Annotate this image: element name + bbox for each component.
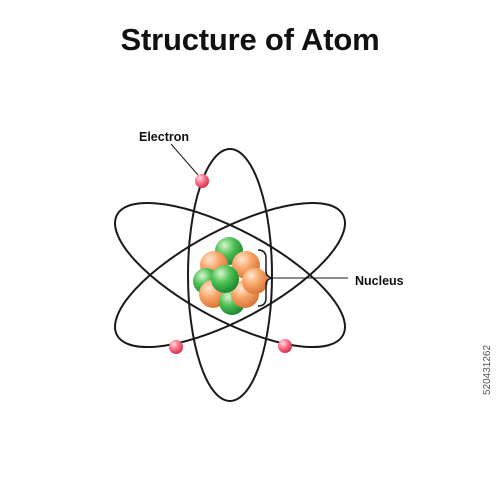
stock-id-text: 520431262 (482, 344, 493, 395)
electrons (169, 174, 292, 354)
orbit-vertical (187, 148, 273, 402)
nucleus-label: Nucleus (355, 274, 404, 288)
proton-particle (242, 268, 268, 294)
orbits (114, 148, 346, 402)
nucleus (193, 237, 268, 315)
electron-particle (195, 174, 209, 188)
electron-label: Electron (139, 130, 189, 144)
electron-leader-line (170, 143, 199, 176)
diagram-title: Structure of Atom (120, 22, 380, 57)
neutron-particle (211, 265, 239, 293)
orbit-left-tilted (114, 201, 346, 349)
orbit-right-tilted (114, 201, 346, 349)
electron-particle (278, 339, 292, 353)
electron-particle (169, 340, 183, 354)
